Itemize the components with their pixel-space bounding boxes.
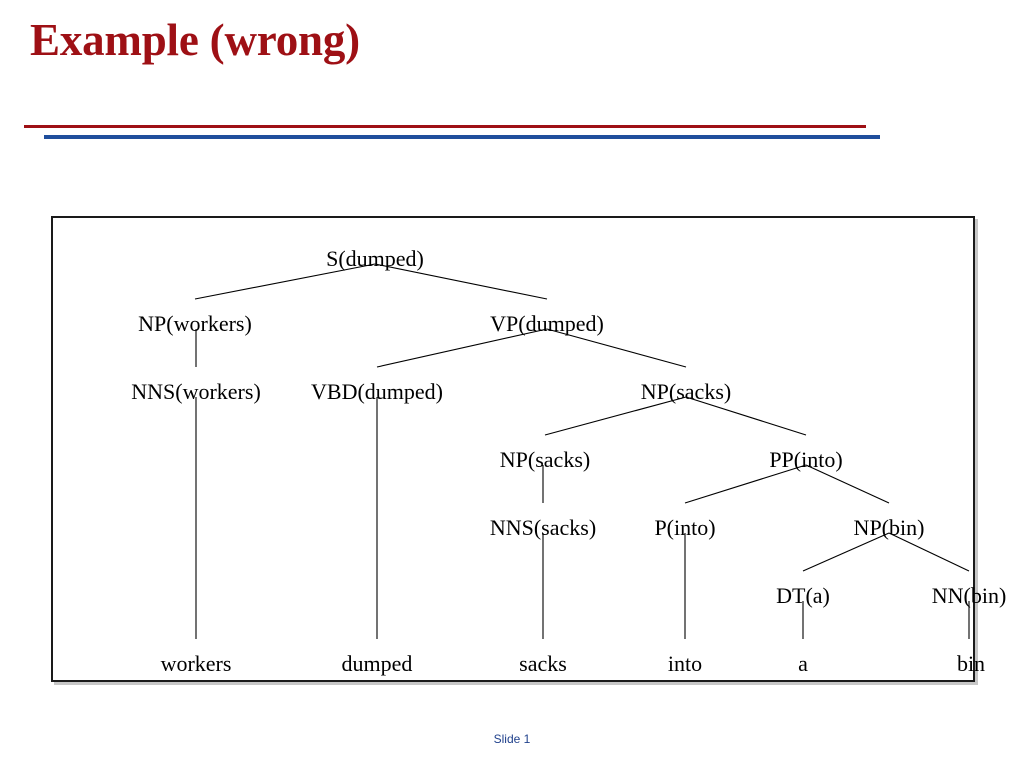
- tree-node: NP(workers): [138, 311, 252, 336]
- tree-node: NP(bin): [853, 515, 925, 540]
- tree-leaf-word: dumped: [341, 651, 413, 676]
- tree-node: NP(sacks): [499, 447, 591, 472]
- tree-leaf-word: workers: [160, 651, 232, 676]
- tree-node: P(into): [654, 515, 716, 540]
- tree-leaf-word: into: [667, 651, 703, 676]
- title-rule-blue: [44, 135, 880, 139]
- page-title: Example (wrong): [30, 15, 360, 65]
- title-rule-red: [24, 125, 866, 128]
- tree-node: NNS(workers): [131, 379, 261, 404]
- tree-node: NNS(sacks): [489, 515, 597, 540]
- parse-tree-panel: S(dumped) NP(workers) VP(dumped) NNS(worker…: [51, 216, 1006, 682]
- tree-node: S(dumped): [326, 246, 424, 271]
- tree-node: NN(bin): [931, 583, 1007, 608]
- tree-node: VBD(dumped): [311, 379, 443, 404]
- slide-number: Slide 1: [493, 732, 531, 746]
- tree-leaf-word: sacks: [519, 651, 567, 676]
- parse-tree-stage: S(dumped) NP(workers) VP(dumped) NNS(worker…: [53, 218, 1006, 680]
- tree-leaf-word: a: [798, 651, 808, 676]
- tree-leaf-word: bin: [956, 651, 986, 676]
- tree-node: NP(sacks): [640, 379, 732, 404]
- tree-node: VP(dumped): [490, 311, 604, 336]
- tree-node: PP(into): [769, 447, 843, 472]
- tree-node: DT(a): [776, 583, 830, 608]
